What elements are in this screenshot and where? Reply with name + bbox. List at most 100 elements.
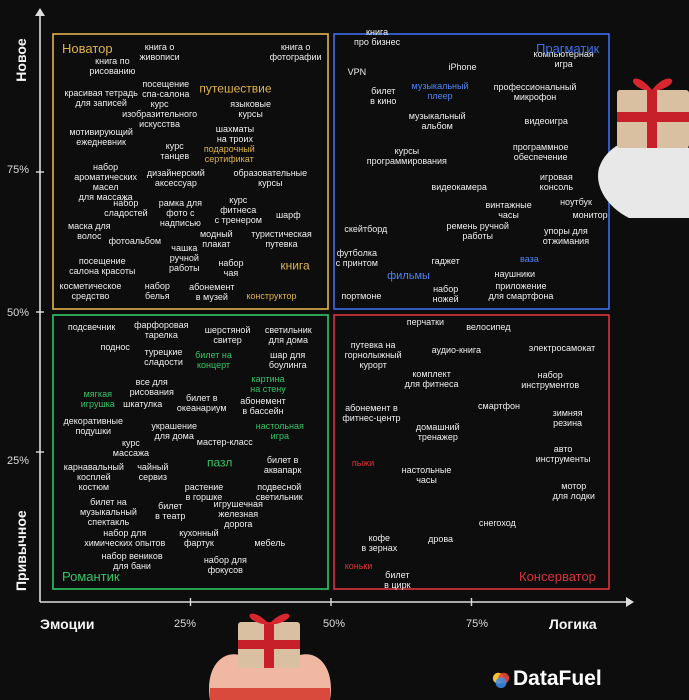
- glove-hand-icon: [209, 613, 331, 700]
- gift-label: настольная игра: [255, 420, 304, 441]
- quadrant-title-conservative: Консерватор: [519, 569, 596, 584]
- gift-label: набор для фокусов: [203, 554, 247, 575]
- gift-label: подвесной светильник: [255, 482, 303, 503]
- gift-label: чашка ручной работы: [169, 242, 200, 273]
- gift-label: дизайнерский аксессуар: [146, 168, 205, 189]
- gift-label: мотивирующий ежедневник: [69, 127, 133, 148]
- x-tick-25: 25%: [174, 618, 197, 630]
- x-tick-50: 50%: [323, 618, 346, 630]
- gift-label: футболка с принтом: [335, 247, 378, 268]
- gift-label: книга про бизнес: [353, 27, 401, 48]
- x-axis-title-right: Логика: [549, 616, 597, 632]
- gift-label: фотоальбом: [108, 235, 162, 246]
- gift-label: компьютерная игра: [533, 48, 594, 69]
- gift-label: абонемент в бассейн: [240, 396, 286, 417]
- quadrant-frame-innovator: [52, 33, 329, 310]
- x-axis-arrow: [626, 597, 634, 607]
- gift-label: домашний тренажер: [415, 422, 460, 443]
- datafuel-logo-icon: [492, 672, 510, 689]
- gift-label: путевка на горнолыжный курорт: [344, 340, 402, 371]
- gift-label: авто инструменты: [535, 444, 591, 465]
- gift-label: посещение салона красоты: [69, 256, 136, 277]
- gift-label: пыжи: [351, 458, 375, 469]
- gift-label: шарф: [275, 210, 301, 221]
- x-tick-75: 75%: [466, 618, 489, 630]
- gift-label: музыкальный плеер: [411, 80, 469, 101]
- gift-label: абонемент в музей: [189, 282, 235, 303]
- gift-label: снегоход: [478, 517, 516, 528]
- gift-label: билет в цирк: [384, 569, 411, 590]
- gift-label: скейтборд: [344, 224, 388, 235]
- gift-label: подарочный сертификат: [203, 144, 255, 165]
- quadrant-title-pragmatic: Прагматик: [536, 41, 600, 56]
- gift-label: набор инструментов: [521, 370, 580, 391]
- gift-label: пазл: [207, 455, 233, 470]
- gift-label: мастер-класс: [196, 437, 253, 448]
- y-tick-50: 50%: [7, 307, 30, 319]
- gift-label: музыкальный альбом: [408, 111, 466, 132]
- y-axis-arrow: [35, 8, 45, 16]
- gift-label: ваза: [520, 254, 539, 265]
- gift-label: посещение спа-салона: [142, 79, 190, 100]
- gift-label: образовательные курсы: [233, 168, 308, 189]
- quadrant-frame-romantic: [52, 314, 329, 590]
- gift-label: картина на стену: [250, 373, 286, 394]
- gift-label: смартфон: [478, 401, 521, 412]
- gift-label: набор чая: [218, 257, 244, 278]
- gift-label: фарфоровая тарелка: [134, 320, 189, 341]
- gift-label: книга по рисованию: [89, 55, 136, 76]
- gift-label: профессиональный микрофон: [493, 82, 577, 103]
- gift-label: билет в аквапарк: [263, 454, 302, 475]
- gift-label: портмоне: [341, 290, 382, 301]
- gift-label: конструктор: [246, 290, 297, 301]
- gift-label: мотор для лодки: [552, 480, 595, 501]
- gift-label: электросамокат: [528, 343, 596, 354]
- gift-label: набор белья: [144, 280, 170, 301]
- gift-label: аудио-книга: [431, 345, 482, 356]
- gift-label: книга о живописи: [139, 42, 180, 63]
- gift-label: велосипед: [466, 322, 511, 333]
- gift-label: кухонный фартук: [179, 527, 219, 548]
- brand-name: DataFuel: [513, 667, 602, 690]
- gift-label: турецкие сладости: [144, 346, 183, 367]
- gift-label: гаджет: [431, 256, 460, 267]
- gift-label: украшение для дома: [151, 420, 198, 441]
- gift-label: коньки: [344, 561, 373, 572]
- gift-label: кофе в зернах: [361, 533, 398, 554]
- gift-label: приложение для смартфона: [488, 280, 554, 301]
- gift-label: набор сладостей: [104, 198, 148, 219]
- gift-label: билет на концерт: [195, 350, 232, 371]
- gift-label: курс танцев: [160, 140, 190, 161]
- gift-label: красивая тетрадь для записей: [64, 87, 138, 108]
- gift-label: комплект для фитнеса: [404, 368, 459, 389]
- gift-label: все для рисования: [129, 377, 174, 398]
- gift-label: билет в океанариум: [176, 392, 227, 413]
- gift-label: абонемент в фитнес-центр: [342, 402, 401, 423]
- gift-label: светильник для дома: [264, 324, 312, 345]
- gift-label: набор ароматических масел для массажа: [74, 161, 138, 202]
- gift-box-icon: [598, 78, 689, 218]
- gift-label: курс фитнеса с тренером: [214, 195, 262, 226]
- gift-label: iPhone: [448, 62, 477, 73]
- gift-label: шерстяной свитер: [204, 324, 251, 345]
- gift-label: дрова: [428, 534, 454, 545]
- gift-label: модный плакат: [199, 229, 233, 250]
- gift-label: ремень ручной работы: [446, 220, 509, 241]
- gift-label: набор веников для бани: [101, 551, 163, 572]
- gift-label: шахматы на троих: [215, 123, 255, 144]
- gift-label: набор для химических опытов: [84, 527, 166, 548]
- gift-label: языковые курсы: [230, 99, 272, 120]
- gift-label: декоративные подушки: [63, 415, 124, 436]
- gift-label: косметическое средство: [59, 280, 122, 301]
- gift-label: игрушечная железная дорога: [213, 499, 263, 530]
- gift-label: туристическая путевка: [251, 229, 312, 250]
- gift-label: зимняя резина: [552, 407, 583, 428]
- gift-label: игровая консоль: [539, 171, 574, 192]
- y-tick-25: 25%: [7, 455, 30, 467]
- gift-label: мягкая игрушка: [80, 388, 115, 409]
- gift-label: путешествие: [199, 81, 272, 96]
- quadrant-frame-conservative: [333, 314, 610, 590]
- gift-label: курсы программирования: [366, 145, 447, 166]
